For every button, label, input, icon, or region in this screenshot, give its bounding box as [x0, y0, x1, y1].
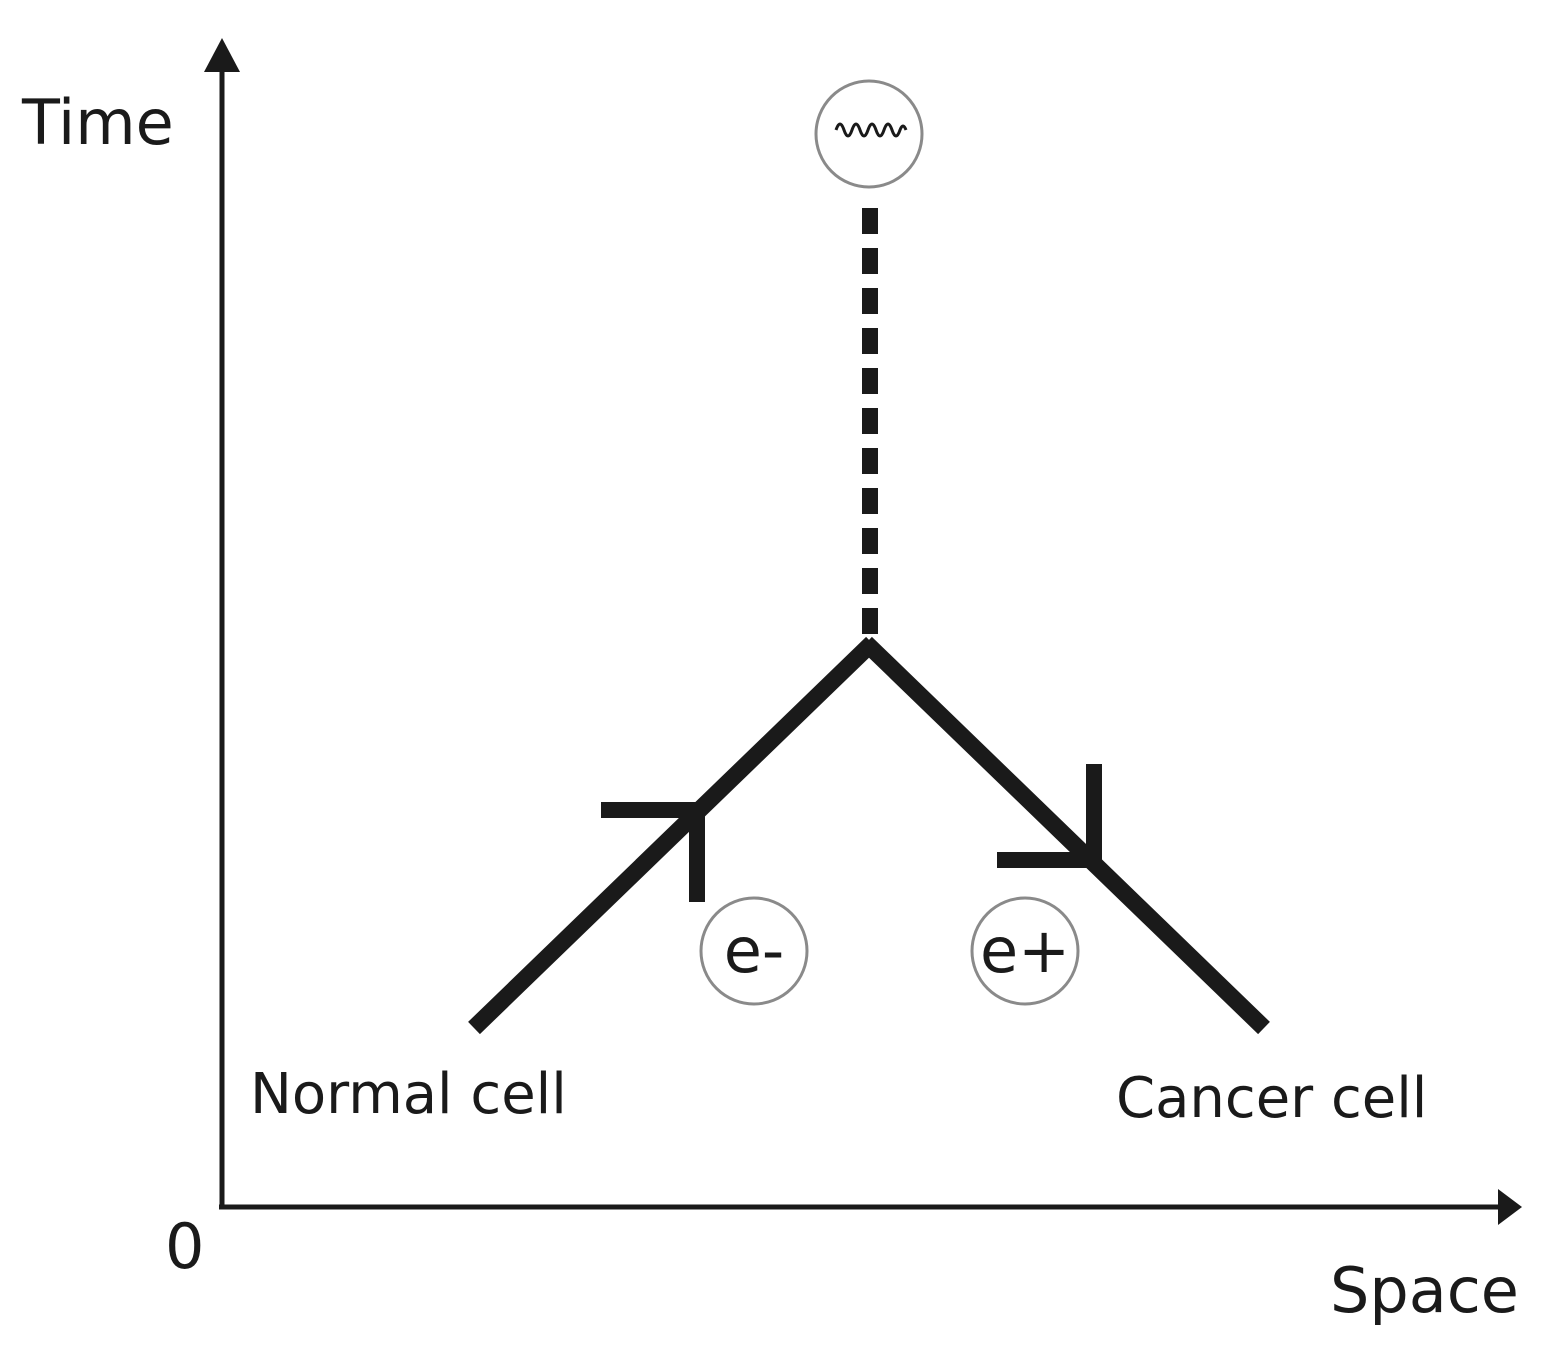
normal-cell-label: Normal cell [250, 1062, 567, 1127]
electron-label: e- [724, 914, 785, 987]
time-axis-arrowhead [204, 38, 240, 72]
time-axis-label: Time [21, 86, 174, 159]
space-axis-label: Space [1330, 1254, 1519, 1327]
cancer-cell-label: Cancer cell [1116, 1066, 1427, 1131]
positron-line [860, 636, 1270, 1035]
positron-label: e+ [980, 914, 1070, 987]
electron-arrow-icon [601, 802, 705, 902]
wave-photon-icon [814, 79, 924, 189]
space-axis-arrowhead [1498, 1189, 1522, 1225]
electron-line [468, 636, 878, 1035]
electron-badge: e- [699, 896, 809, 1006]
positron-badge: e+ [970, 896, 1080, 1006]
origin-label: 0 [165, 1210, 204, 1283]
positron-arrow-icon [997, 764, 1102, 868]
